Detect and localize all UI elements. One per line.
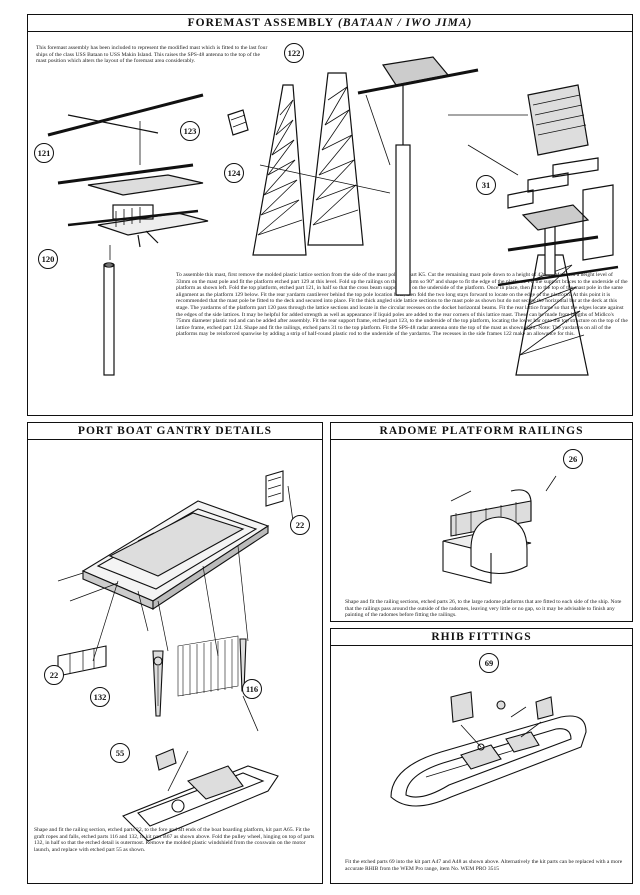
radome-caption: Shape and fit the railing sections, etch… [345,599,622,619]
callout-26: 26 [563,449,583,469]
gantry-panel: PORT BOAT GANTRY DETAILS [27,422,323,884]
callout-122: 122 [284,43,304,63]
foremast-subtitle: (BATAAN / IWO JIMA) [338,17,473,29]
callout-22-bottom: 22 [44,665,64,685]
rhib-panel: RHIB FITTINGS 69 Fit the etched parts 69… [330,628,633,884]
foremast-title: FOREMAST ASSEMBLY (BATAAN / IWO JIMA) [28,15,632,32]
callout-31: 31 [476,175,496,195]
callout-120: 120 [38,249,58,269]
rhib-caption: Fit the etched parts 69 into the kit par… [345,859,623,872]
radome-title: RADOME PLATFORM RAILINGS [331,423,632,440]
callout-22-top: 22 [290,515,310,535]
callout-121: 121 [34,143,54,163]
rhib-title-text: RHIB FITTINGS [431,631,532,643]
callout-132: 132 [90,687,110,707]
radome-title-text: RADOME PLATFORM RAILINGS [379,425,584,437]
callout-124: 124 [224,163,244,183]
rhib-title: RHIB FITTINGS [331,629,632,646]
radome-panel: RADOME PLATFORM RAILINGS 26 Shape and fi… [330,422,633,622]
callout-123: 123 [180,121,200,141]
foremast-intro-text: This foremast assembly has been included… [36,45,268,65]
foremast-illustration [47,56,619,376]
gantry-caption: Shape and fit the railing section, etche… [34,827,315,853]
foremast-title-text: FOREMAST ASSEMBLY [187,17,335,29]
foremast-panel: FOREMAST ASSEMBLY (BATAAN / IWO JIMA) Th… [27,14,633,416]
gantry-illustration [57,470,294,842]
gantry-title: PORT BOAT GANTRY DETAILS [28,423,322,440]
gantry-title-text: PORT BOAT GANTRY DETAILS [77,425,273,437]
callout-69: 69 [479,653,499,673]
callout-116: 116 [242,679,262,699]
radome-illustration [442,475,557,584]
callout-55: 55 [110,743,130,763]
rhib-illustration [390,691,587,807]
